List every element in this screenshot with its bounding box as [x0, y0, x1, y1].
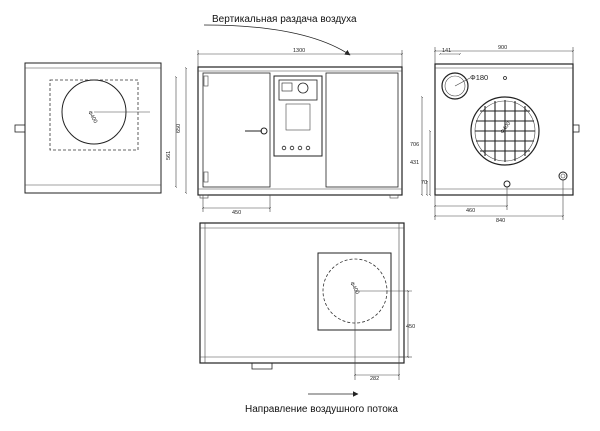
side-height-dimension-1: 706 [410, 142, 419, 148]
front-inner-height-dimension: 561 [166, 151, 172, 160]
control-panel [273, 75, 323, 157]
side-width-dimension: 900 [498, 45, 507, 51]
caption-vertical-air-distribution: Вертикальная раздача воздуха [212, 14, 357, 25]
left-view: Ф400 [14, 62, 162, 194]
front-height-dimension: 650 [176, 124, 182, 133]
side-bottom-dimension-2: 840 [496, 218, 505, 224]
side-grille-circle [470, 96, 540, 166]
left-duct-diameter: Ф400 [86, 110, 98, 125]
side-view: 141 900 Ф180 Ф400 [410, 45, 580, 224]
side-height-dimension-3: 70 [421, 180, 427, 186]
bottom-height-dimension: 450 [406, 324, 415, 330]
bottom-offset-dimension: 282 [370, 376, 379, 382]
bottom-duct-diameter: Ф400 [348, 281, 360, 296]
front-width-dimension: 1300 [293, 48, 305, 54]
side-grille-mesh [475, 100, 535, 162]
caption-airflow-direction: Направление воздушного потока [245, 404, 398, 415]
top-flow-arrow [203, 24, 351, 56]
bottom-duct-flange [317, 252, 392, 331]
side-large-duct-diameter: Ф400 [500, 121, 513, 135]
bottom-view: Ф400 450 282 [199, 222, 415, 382]
side-height-dimension-2: 431 [410, 160, 419, 166]
side-small-duct-diameter: Ф180 [470, 73, 488, 82]
left-duct-flange [49, 79, 139, 151]
front-view: 1300 650 561 450 [166, 48, 402, 216]
front-offset-dimension: 450 [232, 210, 241, 216]
side-small-duct [441, 72, 469, 100]
side-bottom-dimension-1: 460 [466, 208, 475, 214]
